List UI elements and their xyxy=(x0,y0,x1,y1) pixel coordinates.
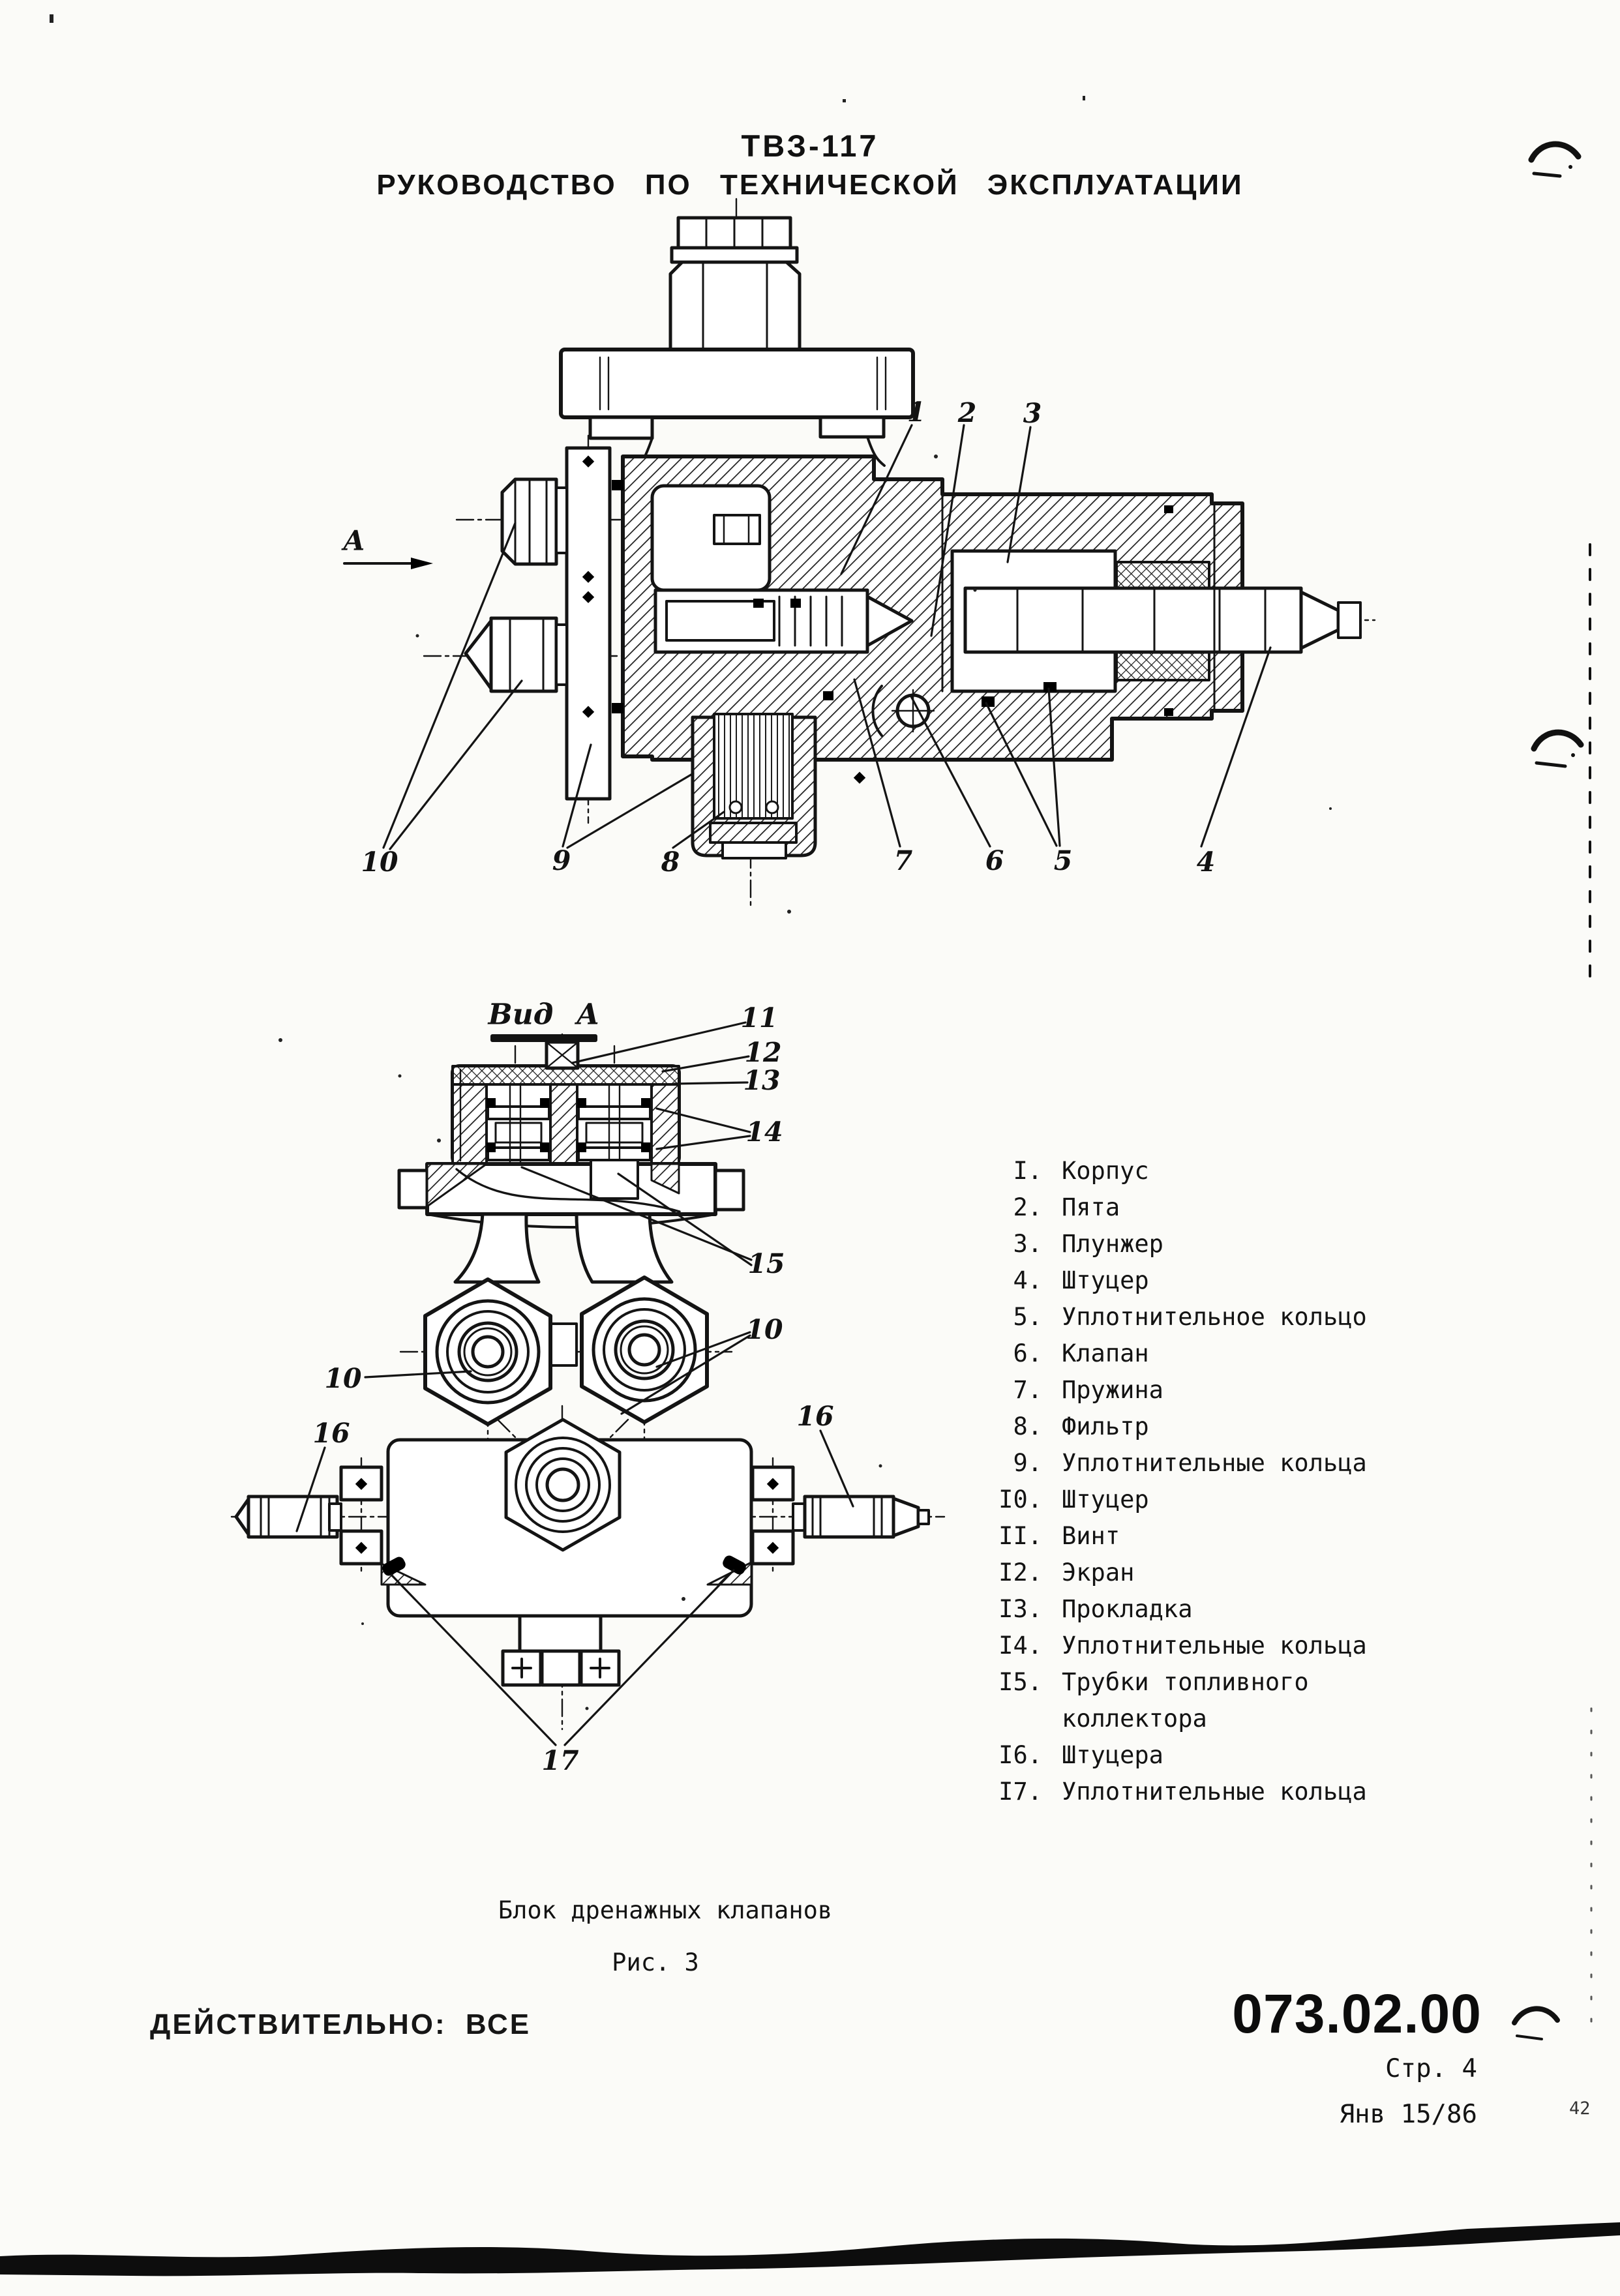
fig2-flange xyxy=(397,1159,745,1229)
fig1-callout-6: 6 xyxy=(985,845,1004,876)
punch-hole-mark-middle xyxy=(1531,729,1584,752)
fig2-leader-lines xyxy=(295,1021,854,1746)
figure-caption: Блок дренажных клапанов xyxy=(498,1896,833,1924)
fig2-callout-16-right: 16 xyxy=(796,1401,834,1432)
fig2-mid-boss xyxy=(547,1322,578,1367)
figure-number: Рис. 3 xyxy=(612,1948,699,1976)
parts-list-item: I3.Прокладка xyxy=(998,1595,1193,1623)
parts-list-item: I6.Штуцера xyxy=(998,1741,1163,1769)
fig1-flange xyxy=(559,348,915,470)
filter-cartridge xyxy=(713,713,794,820)
fig1-callout-1: 1 xyxy=(907,396,926,428)
parts-list-item: I5.Трубки топливного коллектора xyxy=(998,1668,1309,1733)
fig1-callout-5: 5 xyxy=(1053,845,1073,876)
fig2-left-hex xyxy=(423,1277,552,1426)
engine-model: ТВЗ-117 xyxy=(741,128,879,163)
fig2-callout-14: 14 xyxy=(745,1116,783,1148)
validity-note: ДЕЙСТВИТЕЛЬНО: ВСЕ xyxy=(150,2008,532,2040)
specks xyxy=(50,14,1332,1710)
fig2-lower-hex xyxy=(504,1418,622,1552)
parts-list-item: I.Корпус xyxy=(1013,1157,1149,1185)
fig1-callout-2: 2 xyxy=(957,397,977,428)
fig2-callout-10-right: 10 xyxy=(745,1314,783,1345)
corner-mark: 42 xyxy=(1569,2098,1591,2119)
fig1-callout-10: 10 xyxy=(361,846,398,878)
parts-list-item: 5.Уплотнительное кольцо xyxy=(1013,1303,1367,1331)
fig2-right-leg xyxy=(575,1212,674,1284)
parts-list-item: I2.Экран xyxy=(998,1558,1135,1587)
fig1-callout-3: 3 xyxy=(1023,398,1042,429)
view-a-arrow xyxy=(343,558,433,569)
fig1-callout-7: 7 xyxy=(893,845,913,876)
scan-artifacts xyxy=(0,14,1620,2276)
spring-coils xyxy=(778,595,843,647)
manual-title: РУКОВОДСТВО ПО ТЕХНИЧЕСКОЙ ЭКСПЛУАТАЦИИ xyxy=(376,169,1244,201)
fig2-left-leg xyxy=(453,1212,541,1284)
parts-list-item: 3.Плунжер xyxy=(1013,1230,1163,1258)
parts-list-item: I0.Штуцер xyxy=(998,1485,1149,1513)
fig2-cap xyxy=(451,1040,681,1166)
fig2-left-union xyxy=(234,1495,342,1539)
parts-list-item: 9.Уплотнительные кольца xyxy=(1013,1449,1367,1477)
fig2-callout-15: 15 xyxy=(747,1248,785,1279)
parts-list-item: 6.Клапан xyxy=(1013,1339,1149,1367)
punch-hole-mark-bottom xyxy=(1512,2006,1560,2025)
fig2-callout-13: 13 xyxy=(743,1065,781,1096)
figure-2-view-a xyxy=(230,1021,946,1746)
view-a-underline xyxy=(490,1034,597,1042)
fig2-callout-11: 11 xyxy=(740,1002,778,1034)
fig1-filter-boss xyxy=(691,713,817,859)
fig2-callout-16-left: 16 xyxy=(312,1418,350,1449)
parts-list-item: I7.Уплотнительные кольца xyxy=(998,1778,1367,1806)
punch-hole-mark-top xyxy=(1528,141,1582,163)
fig1-callout-8: 8 xyxy=(661,846,680,878)
page-number: Стр. 4 xyxy=(1385,2054,1477,2083)
fig2-callout-17: 17 xyxy=(541,1745,579,1776)
fig2-callout-12: 12 xyxy=(744,1037,782,1068)
fig1-top-stem xyxy=(668,216,802,351)
parts-list-item: 2.Пята xyxy=(1013,1193,1120,1221)
parts-list-item: I4.Уплотнительные кольца xyxy=(998,1632,1367,1660)
parts-list-item: 8.Фильтр xyxy=(1013,1412,1149,1440)
fig2-brackets xyxy=(339,1465,795,1566)
bottom-scan-edge xyxy=(0,2222,1620,2276)
view-a-title: Вид А xyxy=(488,998,600,1032)
document-code: 073.02.00 xyxy=(1232,1983,1482,2044)
fig2-right-union xyxy=(792,1495,930,1539)
parts-list-item: II.Винт xyxy=(998,1522,1120,1550)
parts-list-item: 4.Штуцер xyxy=(1013,1266,1149,1294)
fig1-callout-4: 4 xyxy=(1196,846,1216,878)
fig1-callout-9: 9 xyxy=(552,845,571,876)
valve-poppet xyxy=(865,595,914,648)
fig1-internals xyxy=(650,484,1362,784)
figure-1-cross-section xyxy=(343,198,1376,909)
fig1-seal-rings xyxy=(612,480,1173,716)
view-a-arrow-label: А xyxy=(342,524,366,557)
revision-date: Янв 15/86 xyxy=(1339,2100,1477,2129)
page-header: ТВЗ-117 РУКОВОДСТВО ПО ТЕХНИЧЕСКОЙ ЭКСПЛ… xyxy=(0,128,1620,201)
parts-list: I.Корпус 2.Пята 3.Плунжер 4.Штуцер 5.Упл… xyxy=(956,1153,1400,1810)
fig2-callout-10-left: 10 xyxy=(324,1363,362,1394)
parts-list-item: 7.Пружина xyxy=(1013,1376,1163,1404)
fig1-left-fittings xyxy=(464,446,612,801)
fig1-leader-lines xyxy=(382,424,1272,850)
fig2-right-hex xyxy=(580,1275,709,1424)
fig2-bottom-block xyxy=(501,1614,621,1687)
